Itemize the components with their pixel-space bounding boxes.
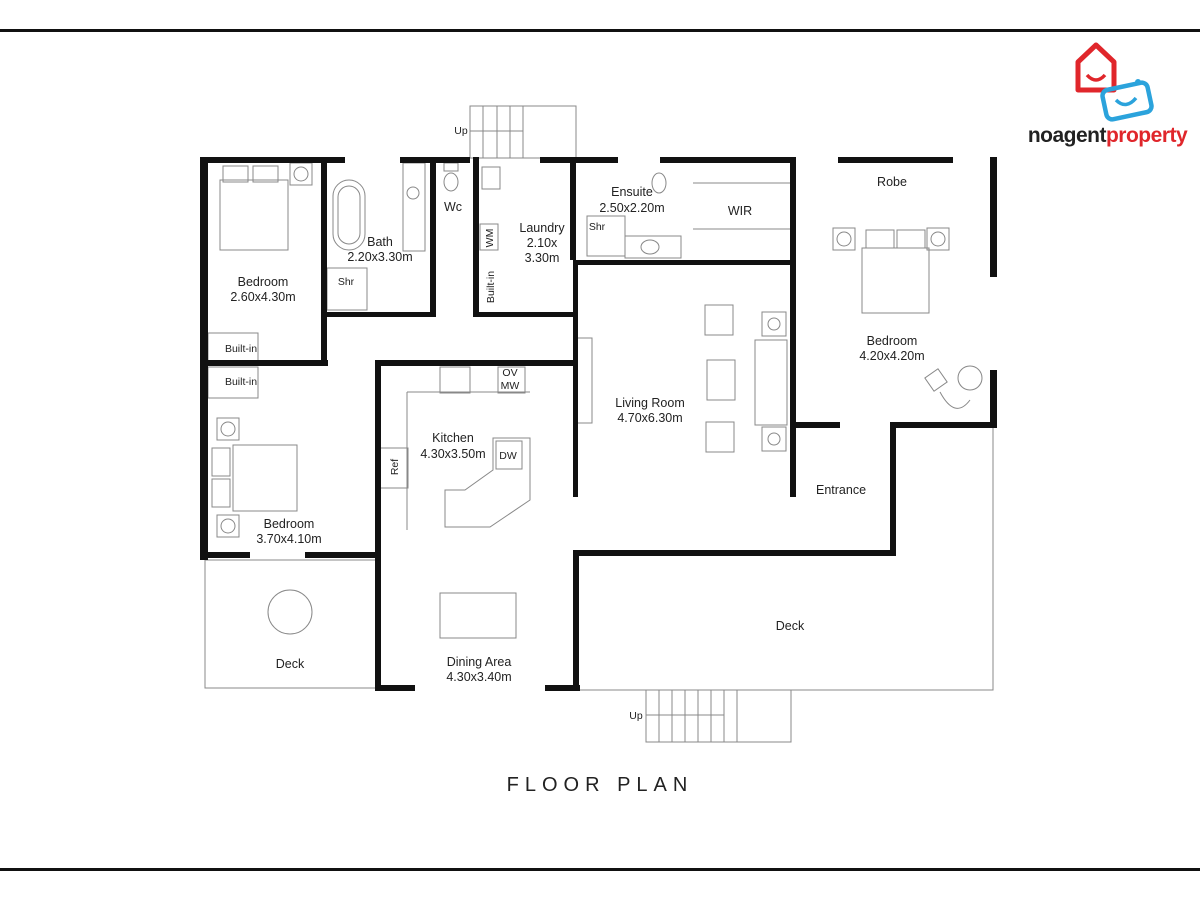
- builtin-label-3: Built-in: [485, 271, 497, 303]
- house-logo-icon: [1075, 42, 1154, 122]
- room-label-bath: Bath: [367, 235, 393, 249]
- washing-machine-label: WM: [484, 229, 496, 248]
- room-size-living: 4.70x6.30m: [617, 411, 682, 425]
- room-label-bedroom-2: Bedroom: [264, 517, 315, 531]
- room-label-dining: Dining Area: [447, 655, 512, 669]
- room-label-wir: WIR: [728, 204, 752, 218]
- room-label-living: Living Room: [615, 396, 684, 410]
- plan-title: FLOOR PLAN: [506, 774, 694, 796]
- room-label-wc: Wc: [444, 200, 462, 214]
- bottom-border: [0, 868, 1200, 871]
- room-size-laundry: 2.10x: [527, 236, 558, 250]
- room-size-kitchen: 4.30x3.50m: [420, 447, 485, 461]
- brand-name: noagentproperty: [1027, 124, 1188, 147]
- room-label-deck-right: Deck: [776, 619, 805, 633]
- room-size-bath: 2.20x3.30m: [347, 250, 412, 264]
- room-label-deck-left: Deck: [276, 657, 305, 671]
- room-label-laundry: Laundry: [519, 221, 565, 235]
- room-label-kitchen: Kitchen: [432, 431, 474, 445]
- room-label-ensuite: Ensuite: [611, 185, 653, 199]
- room-size-bedroom-2: 3.70x4.10m: [256, 532, 321, 546]
- room-label-bedroom: Bedroom: [238, 275, 289, 289]
- top-border: [0, 29, 1200, 32]
- builtin-label-1: Built-in: [225, 343, 257, 355]
- stairs-up-label-top: Up: [454, 125, 468, 137]
- builtin-label-2: Built-in: [225, 376, 257, 388]
- room-label-entrance: Entrance: [816, 483, 866, 497]
- brand-logo: noagentproperty: [1020, 40, 1195, 155]
- room-size-laundry-2: 3.30m: [525, 251, 560, 265]
- room-label-robe: Robe: [877, 175, 907, 189]
- microwave-label: MW: [501, 380, 520, 392]
- room-size-bedroom: 2.60x4.30m: [230, 290, 295, 304]
- shower-label-bath: Shr: [338, 276, 355, 288]
- dishwasher-label: DW: [499, 450, 517, 462]
- room-label-master-bedroom: Bedroom: [867, 334, 918, 348]
- room-size-dining: 4.30x3.40m: [446, 670, 511, 684]
- room-size-master-bedroom: 4.20x4.20m: [859, 349, 924, 363]
- oven-label: OV: [502, 367, 517, 379]
- room-size-ensuite: 2.50x2.20m: [599, 201, 664, 215]
- stairs-up-label-bottom: Up: [629, 710, 643, 722]
- fridge-label: Ref: [389, 459, 401, 475]
- shower-label-ensuite: Shr: [589, 221, 606, 233]
